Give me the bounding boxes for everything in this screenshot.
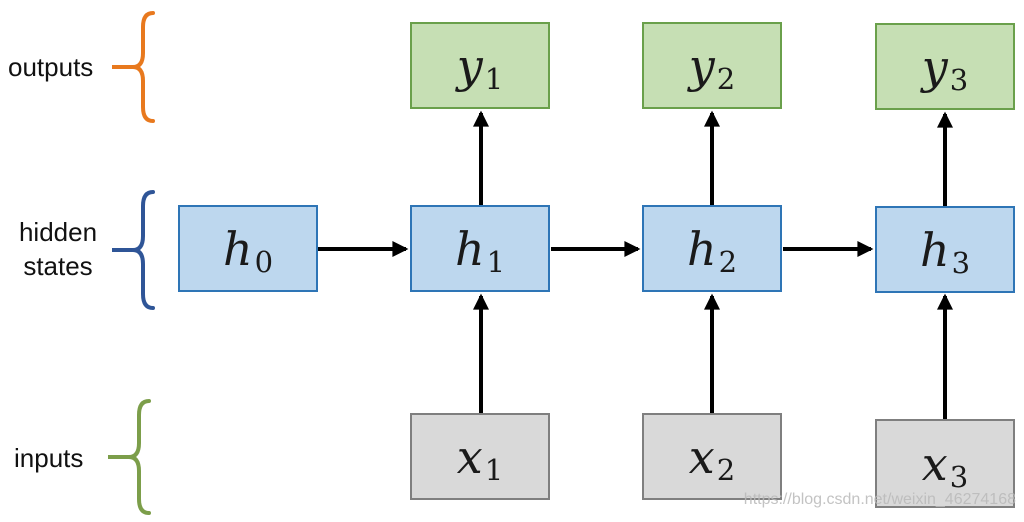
node-x2-label: x	[688, 429, 715, 484]
node-y3-label: y	[921, 39, 948, 94]
node-y3-subscript: 3	[949, 63, 969, 97]
node-h1-subscript: 1	[486, 245, 506, 279]
node-h2-label: h	[686, 221, 717, 276]
inputs-brace	[127, 399, 151, 515]
node-x2-subscript: 2	[716, 453, 736, 487]
hidden-states-brace	[131, 190, 155, 310]
node-h0-label: h	[222, 221, 253, 276]
row-label-inputs: inputs	[14, 443, 84, 473]
row-label-hidden-line2: states	[23, 251, 93, 281]
node-x1-label: x	[456, 429, 483, 484]
row-label-hidden-states: hidden states	[4, 215, 112, 283]
node-h0-subscript: 0	[254, 245, 274, 279]
row-label-outputs: outputs	[8, 52, 94, 82]
node-x3-label: x	[921, 436, 948, 491]
node-h2-subscript: 2	[718, 245, 738, 279]
node-x3-subscript: 3	[949, 460, 969, 494]
node-h3-label: h	[919, 222, 950, 277]
row-label-hidden-line1: hidden	[18, 217, 98, 247]
node-y2-label: y	[688, 38, 715, 93]
outputs-brace	[131, 11, 155, 123]
node-y1-subscript: 1	[484, 62, 504, 96]
node-y1-label: y	[456, 38, 483, 93]
node-h3-subscript: 3	[951, 246, 971, 280]
node-y2-subscript: 2	[716, 62, 736, 96]
node-x1-subscript: 1	[484, 453, 504, 487]
node-h1-label: h	[454, 221, 485, 276]
csdn-watermark: https://blog.csdn.net/weixin_46274168	[743, 491, 1016, 508]
